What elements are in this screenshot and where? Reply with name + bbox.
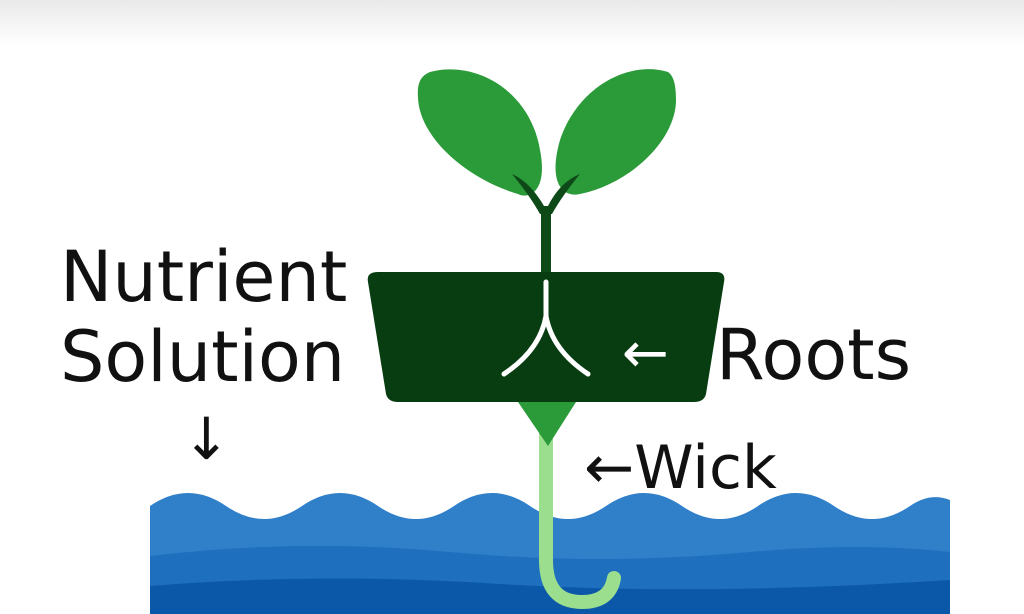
top-shadow bbox=[0, 0, 1024, 46]
wick-label: ←Wick bbox=[584, 433, 777, 503]
plant-pot bbox=[367, 272, 725, 402]
stem bbox=[512, 174, 580, 292]
wick bbox=[539, 425, 621, 610]
nutrient-label-line2: Solution bbox=[60, 316, 346, 398]
leaf-right bbox=[555, 69, 676, 195]
arrow-down-icon: ↓ bbox=[182, 405, 231, 473]
roots-label: Roots bbox=[716, 314, 912, 396]
arrow-left-icon: ← bbox=[622, 321, 669, 386]
roots bbox=[501, 279, 591, 377]
leaf-left bbox=[417, 69, 542, 196]
pot-funnel bbox=[518, 402, 576, 446]
nutrient-label-line1: Nutrient bbox=[60, 236, 348, 318]
